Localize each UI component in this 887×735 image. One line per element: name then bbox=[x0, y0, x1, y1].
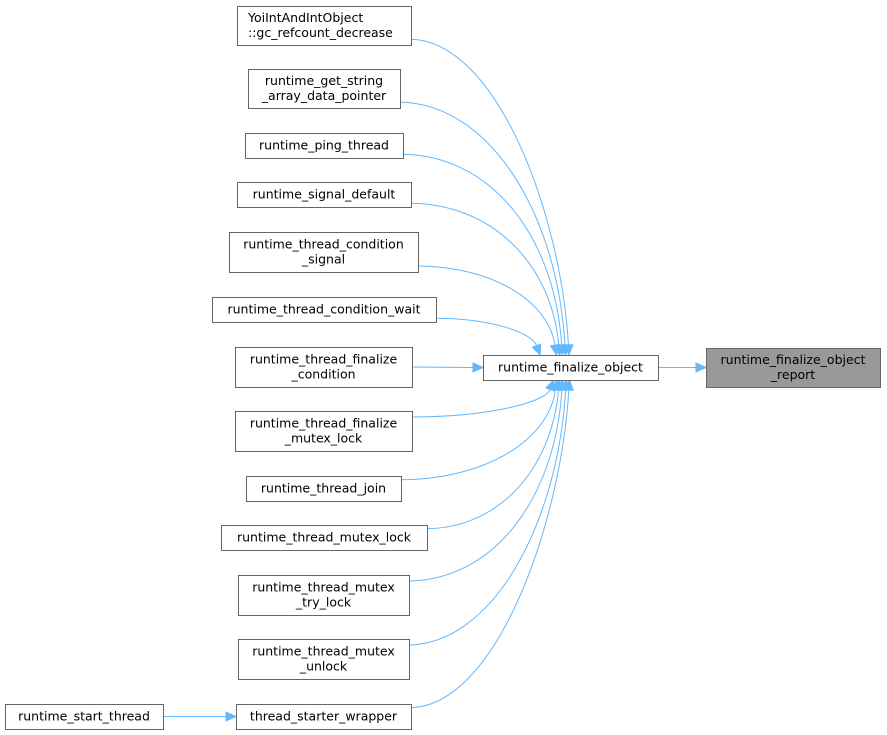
node-box bbox=[235, 411, 413, 452]
node-label-line: _array_data_pointer bbox=[261, 88, 387, 103]
node-label-line: _condition bbox=[290, 367, 355, 382]
node-runtime-finalize-object-report[interactable]: runtime_finalize_object_report bbox=[706, 348, 881, 388]
edge-join-to-finalize bbox=[398, 378, 561, 481]
node-box bbox=[483, 355, 659, 381]
node-label-line: runtime_thread_mutex bbox=[252, 580, 395, 595]
node-runtime-start-thread[interactable]: runtime_start_thread bbox=[5, 704, 164, 730]
node-box bbox=[212, 297, 437, 323]
edge-line bbox=[400, 153, 563, 346]
edge-unlock-to-finalize bbox=[406, 378, 571, 646]
edge-line bbox=[406, 389, 567, 646]
node-label-line: runtime_thread_finalize bbox=[250, 416, 398, 431]
node-thread-starter-wrapper[interactable]: thread_starter_wrapper bbox=[236, 704, 412, 730]
node-runtime-thread-join[interactable]: runtime_thread_join bbox=[246, 476, 402, 502]
node-label-line: _signal bbox=[301, 252, 345, 267]
node-runtime-get-string-array-data-pointer[interactable]: runtime_get_string_array_data_pointer bbox=[248, 69, 401, 109]
edge-line bbox=[408, 38, 569, 346]
edge-signal-default-to-finalize bbox=[408, 202, 564, 357]
edge-line bbox=[409, 389, 551, 418]
node-label-line: runtime_finalize_object bbox=[498, 360, 643, 375]
node-box bbox=[238, 639, 410, 680]
node-runtime-thread-finalize-condition[interactable]: runtime_thread_finalize_condition bbox=[235, 347, 413, 388]
nodes-layer: YoiIntAndIntObject::gc_refcount_decrease… bbox=[5, 6, 881, 730]
edge-try-lock-to-finalize bbox=[406, 378, 568, 582]
edge-arrowhead bbox=[531, 343, 542, 357]
edge-line bbox=[411, 366, 474, 368]
node-runtime-thread-condition-signal[interactable]: runtime_thread_condition_signal bbox=[229, 232, 419, 273]
node-label-line: ::gc_refcount_decrease bbox=[248, 25, 393, 40]
node-box bbox=[221, 525, 428, 551]
node-label-line: YoiIntAndIntObject bbox=[247, 10, 363, 25]
edge-arrowhead bbox=[563, 378, 575, 391]
node-label-line: _try_lock bbox=[295, 595, 352, 610]
edge-line bbox=[406, 389, 563, 582]
edges-layer bbox=[163, 38, 708, 722]
node-box bbox=[235, 347, 413, 388]
node-box bbox=[238, 575, 410, 616]
edge-starter-to-finalize bbox=[408, 378, 575, 709]
node-runtime-thread-mutex-try-lock[interactable]: runtime_thread_mutex_try_lock bbox=[238, 575, 410, 616]
edge-line bbox=[415, 265, 556, 346]
node-label-line: runtime_finalize_object bbox=[721, 352, 866, 367]
edge-finalize-to-report bbox=[658, 362, 708, 373]
node-runtime-thread-mutex-unlock[interactable]: runtime_thread_mutex_unlock bbox=[238, 639, 410, 680]
node-runtime-finalize-object[interactable]: runtime_finalize_object bbox=[483, 355, 659, 381]
edge-arrowhead bbox=[695, 362, 708, 373]
node-label-line: runtime_signal_default bbox=[253, 187, 396, 202]
edge-cond-wait-to-finalize bbox=[433, 317, 542, 357]
node-label-line: _report bbox=[770, 367, 816, 382]
edge-line bbox=[408, 389, 570, 709]
node-runtime-thread-finalize-mutex-lock[interactable]: runtime_thread_finalize_mutex_lock bbox=[235, 411, 413, 452]
node-box bbox=[236, 704, 412, 730]
node-label-line: runtime_thread_join bbox=[261, 481, 386, 496]
edge-arrowhead bbox=[549, 343, 561, 357]
edge-ping-to-finalize bbox=[400, 153, 567, 357]
edge-line bbox=[408, 202, 560, 346]
node-yoiintandintobject-gc-refcount-decrease[interactable]: YoiIntAndIntObject::gc_refcount_decrease bbox=[237, 6, 412, 46]
node-box bbox=[229, 232, 419, 273]
node-label-line: _mutex_lock bbox=[284, 431, 363, 446]
node-box bbox=[237, 182, 412, 208]
node-box bbox=[248, 69, 401, 109]
edge-start-thread-to-starter bbox=[163, 711, 238, 722]
node-label-line: runtime_thread_mutex_lock bbox=[237, 530, 412, 545]
edge-fin-mutex-to-finalize bbox=[409, 378, 555, 418]
edge-line bbox=[424, 389, 560, 530]
edge-fin-cond-to-finalize bbox=[411, 362, 485, 373]
node-runtime-ping-thread[interactable]: runtime_ping_thread bbox=[245, 133, 404, 159]
node-label-line: runtime_thread_finalize bbox=[250, 352, 398, 367]
edge-mutex-lock-to-finalize bbox=[424, 378, 564, 530]
node-label-line: runtime_get_string bbox=[265, 73, 383, 88]
edge-arrowhead bbox=[472, 362, 485, 373]
edge-arrowhead bbox=[225, 711, 238, 722]
node-label-line: runtime_ping_thread bbox=[259, 138, 389, 153]
edge-line bbox=[433, 317, 538, 346]
node-box bbox=[706, 348, 881, 388]
node-runtime-signal-default[interactable]: runtime_signal_default bbox=[237, 182, 412, 208]
node-label-line: runtime_thread_mutex bbox=[252, 644, 395, 659]
node-label-line: runtime_start_thread bbox=[18, 709, 150, 724]
node-label-line: runtime_thread_condition bbox=[243, 237, 404, 252]
edge-cond-signal-to-finalize bbox=[415, 265, 561, 357]
node-label-line: _unlock bbox=[299, 659, 348, 674]
node-box bbox=[246, 476, 402, 502]
node-box bbox=[5, 704, 164, 730]
node-box bbox=[245, 133, 404, 159]
edge-line bbox=[398, 389, 556, 481]
node-label-line: thread_starter_wrapper bbox=[250, 709, 398, 724]
node-box bbox=[237, 6, 412, 46]
edge-line bbox=[397, 101, 566, 346]
node-runtime-thread-condition-wait[interactable]: runtime_thread_condition_wait bbox=[212, 297, 437, 323]
node-runtime-thread-mutex-lock[interactable]: runtime_thread_mutex_lock bbox=[221, 525, 428, 551]
node-label-line: runtime_thread_condition_wait bbox=[228, 302, 421, 317]
